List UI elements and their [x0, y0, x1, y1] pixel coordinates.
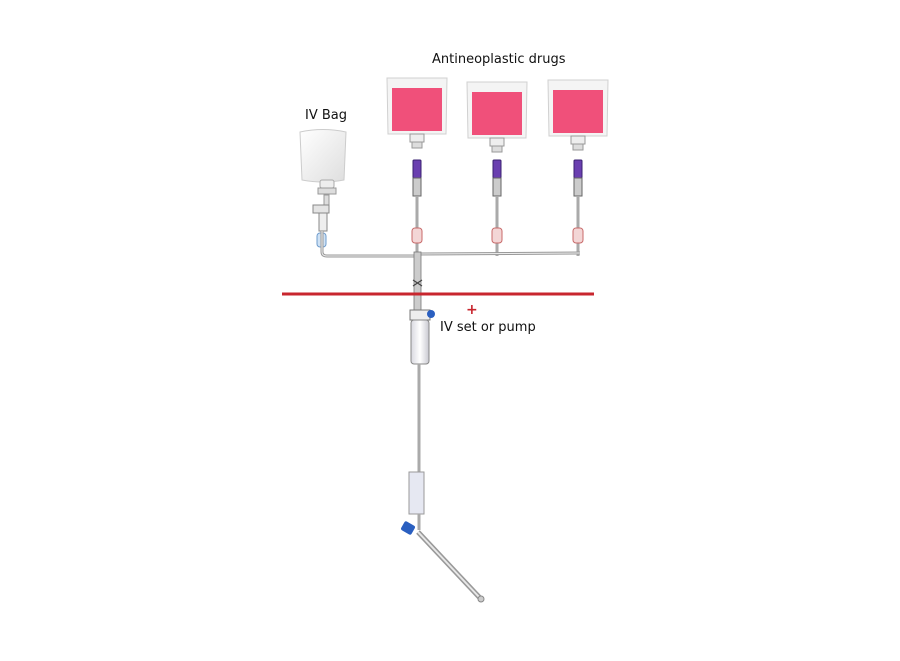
red-clamp-icon	[411, 227, 423, 244]
purple-connector-icon	[412, 159, 422, 179]
antineoplastic-drugs-label: Antineoplastic drugs	[432, 52, 566, 67]
drug-bag-assembly	[466, 81, 528, 256]
drug-fill	[472, 92, 522, 135]
drug-fill	[392, 88, 442, 131]
purple-connector-icon	[492, 159, 502, 179]
iv-bag-label: IV Bag	[305, 108, 347, 123]
patient-connector	[401, 521, 485, 603]
iv-set-label: IV set or pump	[440, 320, 536, 335]
iv-bag	[299, 129, 418, 258]
red-clamp-icon	[572, 227, 584, 244]
blue-cap-icon	[427, 310, 435, 318]
purple-connector-icon	[573, 159, 583, 179]
roller-clamp	[408, 471, 425, 530]
drug-bag-assembly	[547, 79, 609, 256]
drug-fill	[553, 90, 603, 133]
plus-sign: +	[466, 302, 478, 318]
drug-bag-assembly	[386, 77, 448, 256]
drip-chamber	[409, 309, 435, 472]
red-clamp-icon	[491, 227, 503, 244]
